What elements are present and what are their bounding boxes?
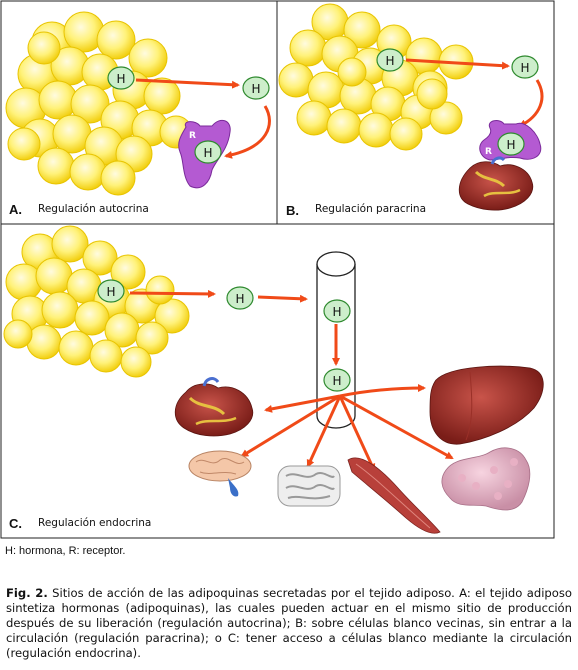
brain-icon xyxy=(188,450,252,497)
liver-icon xyxy=(429,365,544,445)
pancreas-icon xyxy=(441,447,531,511)
fat-cell xyxy=(89,339,123,373)
hormone-a3-label: H xyxy=(203,146,212,160)
arrow-b-down xyxy=(518,79,544,128)
fat-cell xyxy=(120,346,152,378)
caption-text: Sitios de acción de las adipoquinas secr… xyxy=(6,586,573,660)
panel-c-frame xyxy=(0,223,555,539)
arrow-b-out xyxy=(405,58,510,70)
receptor-label-a: R xyxy=(189,131,196,141)
figure-caption: Fig. 2. Sitios de acción de las adipoqui… xyxy=(6,586,572,661)
fat-cell xyxy=(416,78,448,110)
hormone-b1: H xyxy=(376,48,404,72)
fat-cell xyxy=(27,31,61,65)
arrow-to-heart xyxy=(264,394,341,413)
fat-cell xyxy=(145,275,175,305)
fat-cell xyxy=(128,38,168,78)
adipose-tissue-c xyxy=(3,225,190,378)
hormone-a1: H xyxy=(107,66,135,90)
intestine-icon xyxy=(277,465,341,507)
panel-a-label: Regulación autocrina xyxy=(38,203,149,215)
hormone-c4: H xyxy=(323,368,351,392)
arrow-to-liver xyxy=(339,384,426,398)
hormone-a1-label: H xyxy=(116,72,125,86)
hormone-c1-label: H xyxy=(106,285,115,299)
panel-b-label: Regulación paracrina xyxy=(315,203,426,215)
hormone-a2: H xyxy=(242,76,270,100)
hormone-b3-label: H xyxy=(506,138,515,152)
hormone-a2-label: H xyxy=(251,82,260,96)
fat-cell xyxy=(37,147,75,185)
fat-cell xyxy=(110,254,146,290)
distribution-arrows xyxy=(240,384,454,472)
heart-icon-c xyxy=(174,377,254,437)
arrow-c-to-vessel xyxy=(257,294,308,303)
arrow-c-out xyxy=(129,289,216,298)
panel-a-letter: A. xyxy=(9,202,22,217)
hormone-a3-bound: H xyxy=(194,140,222,164)
arrow-to-intestine xyxy=(306,395,342,468)
panel-c-letter: C. xyxy=(9,516,22,531)
adipose-tissue-b xyxy=(278,3,474,151)
fat-cell xyxy=(35,257,73,295)
legend: H: hormona, R: receptor. xyxy=(5,545,126,557)
fat-cell xyxy=(389,117,423,151)
adipokine-action-diagram: R H H H A. Regulación autocrina R H H H … xyxy=(0,0,555,539)
muscle-icon xyxy=(347,457,441,534)
hormone-c3-label: H xyxy=(332,305,341,319)
hormone-b2-label: H xyxy=(520,61,529,75)
fat-cell xyxy=(41,291,79,329)
fat-cell xyxy=(358,112,394,148)
arrow-to-brain xyxy=(240,394,341,458)
fat-cell xyxy=(51,225,89,263)
fat-cell xyxy=(82,240,118,276)
fat-cell xyxy=(343,11,381,49)
fat-cell xyxy=(337,57,367,87)
fat-cell xyxy=(326,108,362,144)
fat-cell xyxy=(100,160,136,196)
fat-cell xyxy=(96,20,136,60)
fat-cell xyxy=(296,100,332,136)
hormone-c1: H xyxy=(97,279,125,303)
receptor-label-b: R xyxy=(485,147,492,157)
hormone-c4-label: H xyxy=(332,374,341,388)
fat-cell xyxy=(143,77,181,115)
hormone-c3: H xyxy=(323,299,351,323)
arrow-a-return xyxy=(224,105,271,159)
fat-cell xyxy=(289,29,327,67)
hormone-c2-label: H xyxy=(235,292,244,306)
adipose-tissue-a xyxy=(5,11,193,196)
hormone-b2: H xyxy=(511,55,539,79)
hormone-c2: H xyxy=(226,286,254,310)
fat-cell xyxy=(3,319,33,349)
fat-cell xyxy=(58,330,94,366)
fat-cell xyxy=(429,101,463,135)
fat-cell xyxy=(154,298,190,334)
hormone-b1-label: H xyxy=(385,54,394,68)
hormone-b3-bound: H xyxy=(497,132,525,156)
panel-c-label: Regulación endocrina xyxy=(38,517,151,529)
arrow-to-pancreas xyxy=(339,394,454,460)
fat-cell xyxy=(26,324,62,360)
heart-icon-b xyxy=(458,156,534,211)
panel-b-letter: B. xyxy=(286,203,299,218)
caption-label: Fig. 2. xyxy=(6,586,48,600)
arrow-to-muscle xyxy=(338,395,376,472)
fat-cell xyxy=(74,300,110,336)
fat-cell xyxy=(135,321,169,355)
fat-cell xyxy=(7,127,41,161)
arrow-a-out xyxy=(135,78,240,89)
fat-cell xyxy=(69,153,107,191)
